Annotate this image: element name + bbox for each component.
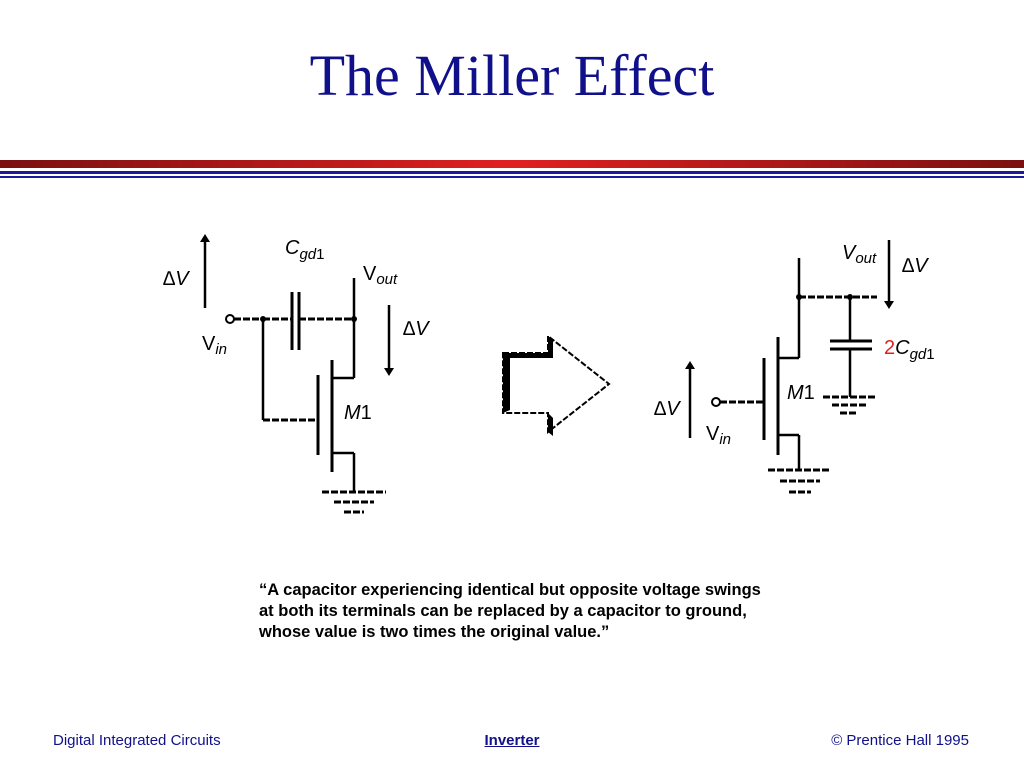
left-ground-icon bbox=[322, 490, 386, 514]
right-input-delta-v-label: ∆V bbox=[654, 398, 681, 420]
left-vout-label: Vout bbox=[363, 263, 398, 288]
right-m1-transistor bbox=[762, 337, 780, 455]
miller-effect-diagram: ∆V ∆V Vi bbox=[163, 234, 935, 514]
transform-arrow-icon bbox=[502, 333, 611, 436]
right-vout-label: Vout bbox=[842, 242, 877, 267]
quote-line-2: at both its terminals can be replaced by… bbox=[259, 602, 747, 620]
right-2cgd-label: 2Cgd1 bbox=[884, 337, 935, 363]
left-cgd-capacitor bbox=[290, 292, 301, 350]
header-rule-blue-top bbox=[0, 171, 1024, 174]
quote-line-1: “A capacitor experiencing identical but … bbox=[259, 581, 761, 599]
left-cgd-label: Cgd1 bbox=[285, 237, 324, 263]
miller-quote: “A capacitor experiencing identical but … bbox=[259, 580, 899, 643]
left-output-delta-v-label: ∆V bbox=[403, 318, 430, 340]
left-vin-label: Vin bbox=[202, 333, 227, 358]
left-input-delta-v-label: ∆V bbox=[163, 268, 190, 290]
quote-line-3: whose value is two times the original va… bbox=[259, 623, 610, 641]
left-m1-transistor bbox=[316, 360, 334, 472]
right-m1-label: M1 bbox=[787, 382, 815, 404]
header-rule-blue-bottom bbox=[0, 176, 1024, 178]
footer-course-title: Digital Integrated Circuits bbox=[53, 732, 221, 749]
left-input-terminal bbox=[225, 314, 235, 324]
right-vin-label: Vin bbox=[706, 423, 731, 448]
slide-title: The Miller Effect bbox=[309, 43, 715, 108]
right-cap-ground-icon bbox=[823, 395, 876, 415]
header-rule-red bbox=[0, 160, 1024, 168]
footer-section-link[interactable]: Inverter bbox=[484, 732, 540, 749]
left-m1-label: M1 bbox=[344, 402, 372, 424]
footer-copyright: © Prentice Hall 1995 bbox=[831, 732, 969, 749]
right-output-delta-v-label: ∆V bbox=[902, 255, 929, 277]
left-circuit: ∆V ∆V Vi bbox=[163, 234, 430, 514]
right-input-terminal bbox=[711, 397, 721, 407]
right-transistor-ground-icon bbox=[768, 468, 830, 494]
right-circuit: ∆V ∆V Vout 2Cgd1 M1 Vin bbox=[654, 240, 935, 494]
right-2cgd-capacitor bbox=[830, 339, 872, 351]
